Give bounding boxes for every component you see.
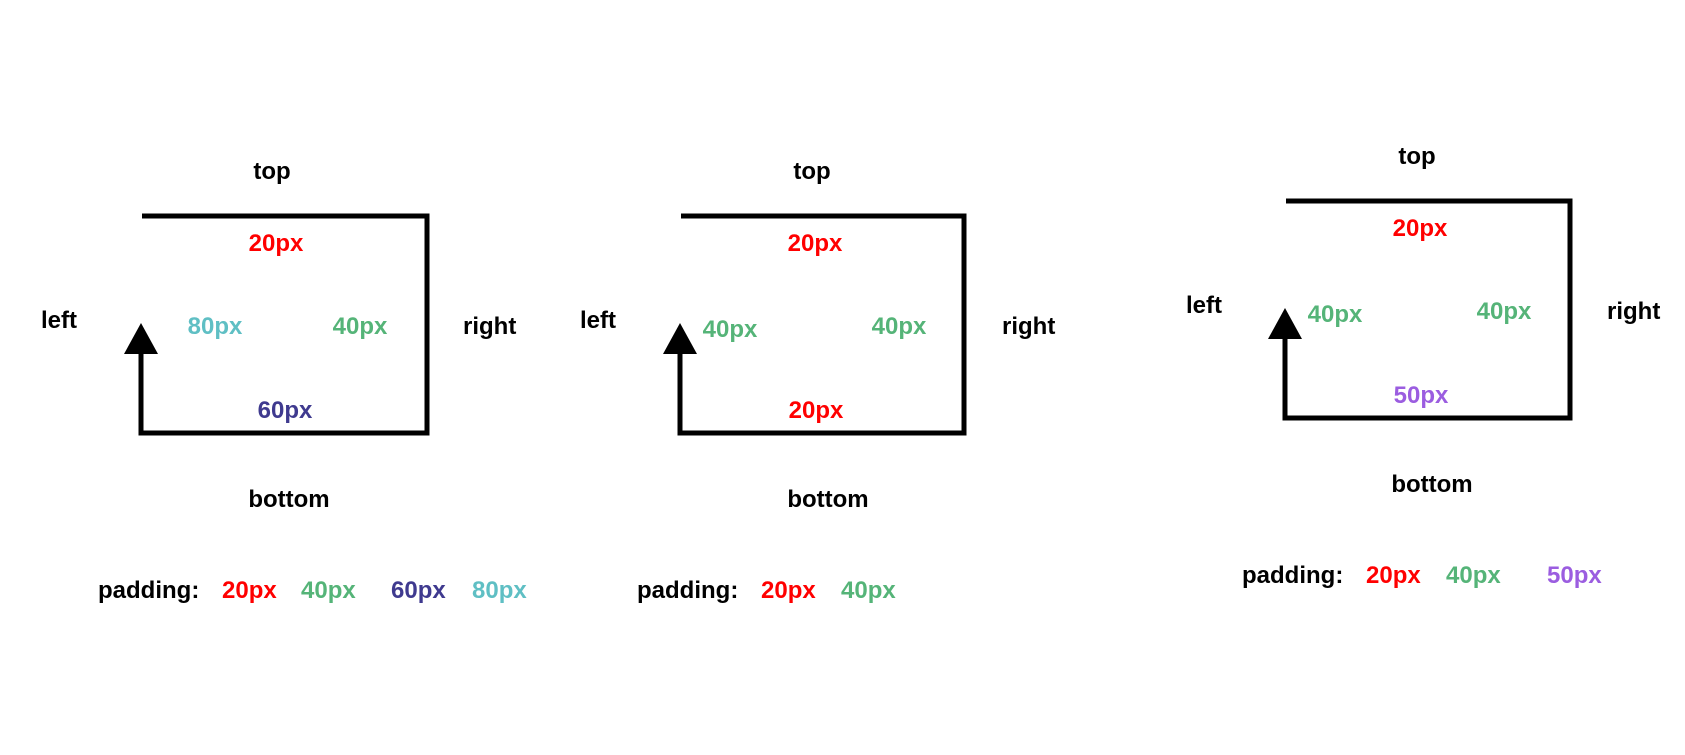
padding-label: padding:	[98, 577, 199, 604]
left-label: left	[580, 307, 616, 334]
bottom-label: bottom	[787, 486, 868, 513]
arrowhead-icon	[663, 323, 697, 354]
right-label: right	[1607, 298, 1660, 325]
top-label: top	[253, 158, 290, 185]
padding-value-horizontal: 40px	[1446, 562, 1501, 589]
padding-value-bottom: 50px	[1547, 562, 1602, 589]
clockwise-path-3	[1282, 198, 1573, 421]
left-value: 40px	[703, 316, 758, 343]
clockwise-path-2	[677, 213, 967, 436]
diagram-three-values: top left right bottom 20px 40px 40px 50p…	[1186, 143, 1660, 589]
padding-value-vertical: 20px	[761, 577, 816, 604]
right-value: 40px	[333, 313, 388, 340]
arrowhead-icon	[1268, 308, 1302, 339]
bottom-value: 60px	[258, 397, 313, 424]
left-value: 40px	[1308, 301, 1363, 328]
clockwise-path-1	[138, 213, 430, 436]
padding-label: padding:	[1242, 562, 1343, 589]
arrowhead-icon	[124, 323, 158, 354]
bottom-value: 20px	[789, 397, 844, 424]
padding-value-right: 40px	[301, 577, 356, 604]
diagram-two-values: top left right bottom 20px 40px 40px 20p…	[580, 158, 1055, 604]
bottom-label: bottom	[248, 486, 329, 513]
right-value: 40px	[1477, 298, 1532, 325]
left-label: left	[41, 307, 77, 334]
right-label: right	[1002, 313, 1055, 340]
right-label: right	[463, 313, 516, 340]
bottom-value: 50px	[1394, 382, 1449, 409]
padding-value-top: 20px	[222, 577, 277, 604]
left-value: 80px	[188, 313, 243, 340]
right-value: 40px	[872, 313, 927, 340]
top-label: top	[1398, 143, 1435, 170]
top-value: 20px	[249, 230, 304, 257]
top-value: 20px	[788, 230, 843, 257]
diagram-four-values: top left right bottom 20px 80px 40px 60p…	[41, 158, 527, 604]
padding-label: padding:	[637, 577, 738, 604]
padding-value-top: 20px	[1366, 562, 1421, 589]
padding-value-horizontal: 40px	[841, 577, 896, 604]
left-label: left	[1186, 292, 1222, 319]
top-value: 20px	[1393, 215, 1448, 242]
top-label: top	[793, 158, 830, 185]
padding-value-left: 80px	[472, 577, 527, 604]
bottom-label: bottom	[1391, 471, 1472, 498]
padding-value-bottom: 60px	[391, 577, 446, 604]
